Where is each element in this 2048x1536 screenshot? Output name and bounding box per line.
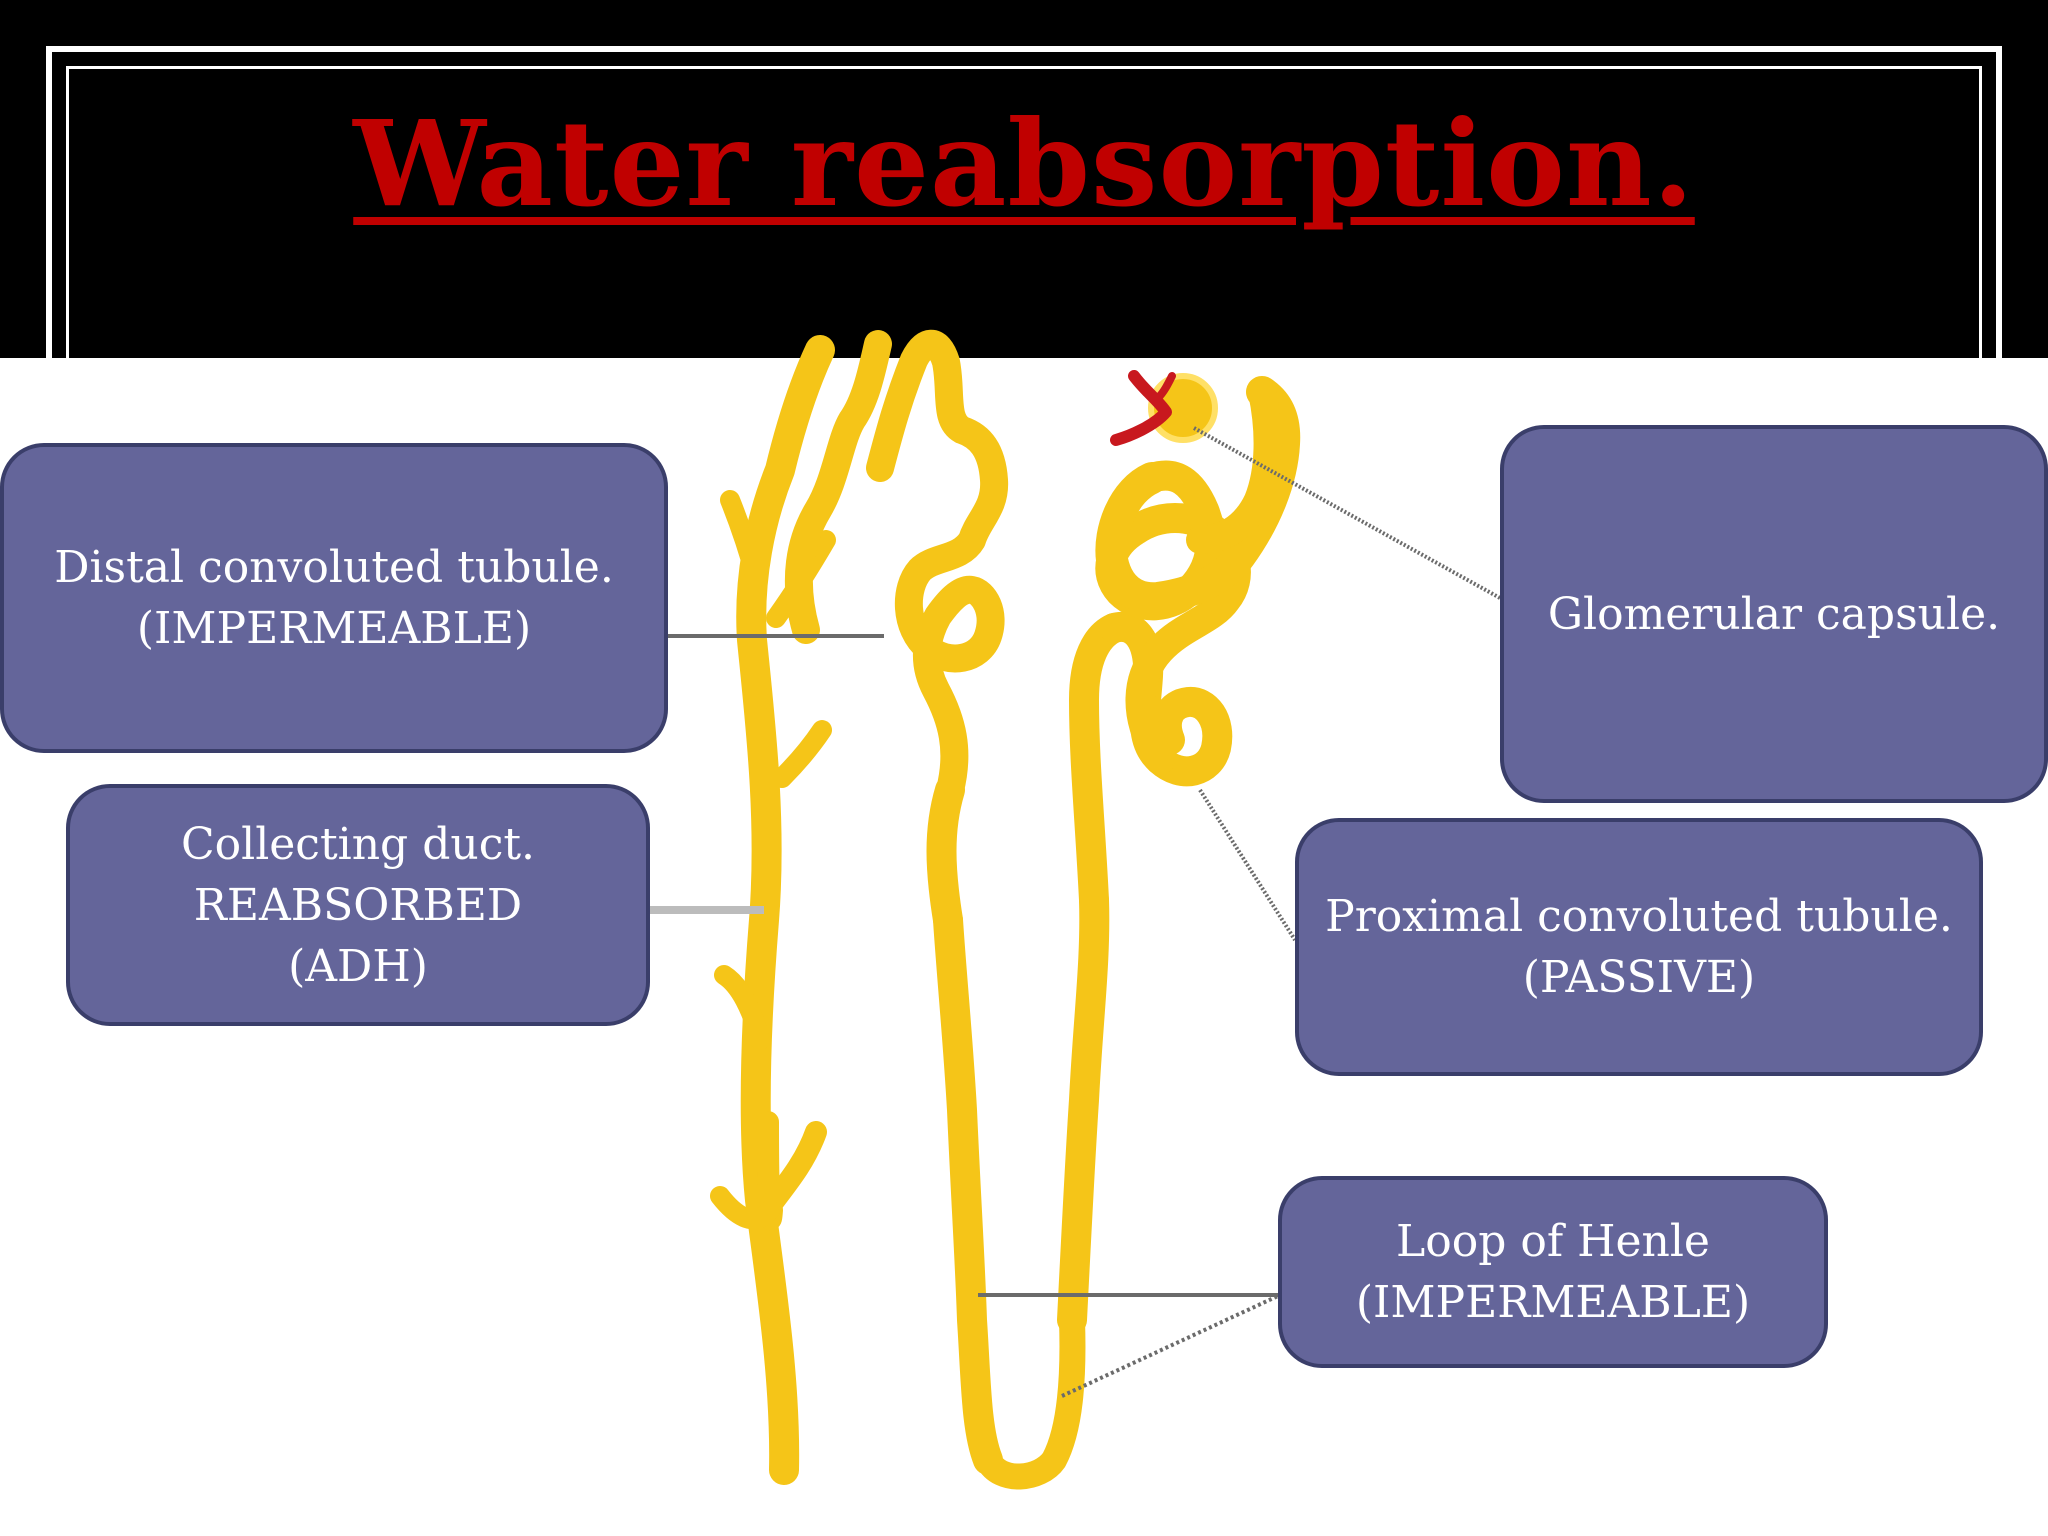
nephron-illustration <box>710 329 1301 1490</box>
title-frame-outer <box>46 46 2002 376</box>
distal-tubule-shape <box>784 329 1009 935</box>
label-collecting-duct-text: Collecting duct. REABSORBED (ADH) <box>180 818 536 992</box>
label-collecting-duct: Collecting duct. REABSORBED (ADH) <box>66 784 650 1026</box>
loop-of-henle-shape <box>933 613 1129 1490</box>
leader-loh-2 <box>1061 1294 1279 1398</box>
label-loop-of-henle-text: Loop of Henle (IMPERMEABLE) <box>1355 1216 1751 1328</box>
label-distal-convoluted-tubule: Distal convoluted tubule. (IMPERMEABLE) <box>0 443 668 753</box>
glomerular-capsule-shape <box>1110 370 1218 446</box>
label-glomerular-capsule-text: Glomerular capsule. <box>1547 588 2001 640</box>
collecting-duct-shape <box>710 335 836 1485</box>
leader-pct <box>1198 788 1297 942</box>
label-distal-convoluted-tubule-text: Distal convoluted tubule. (IMPERMEABLE) <box>54 542 614 654</box>
slide-title: Water reabsorption. <box>353 94 1695 233</box>
title-banner <box>0 0 2048 358</box>
label-loop-of-henle: Loop of Henle (IMPERMEABLE) <box>1278 1176 1828 1368</box>
arteriole <box>1110 370 1172 446</box>
title-frame-inner <box>66 66 1982 376</box>
proximal-tubule-shape <box>1095 376 1301 787</box>
label-proximal-convoluted-tubule: Proximal convoluted tubule. (PASSIVE) <box>1295 818 1983 1076</box>
leader-lines <box>650 426 1501 1398</box>
label-glomerular-capsule: Glomerular capsule. <box>1500 425 2048 803</box>
label-proximal-convoluted-tubule-text: Proximal convoluted tubule. (PASSIVE) <box>1325 891 1953 1003</box>
